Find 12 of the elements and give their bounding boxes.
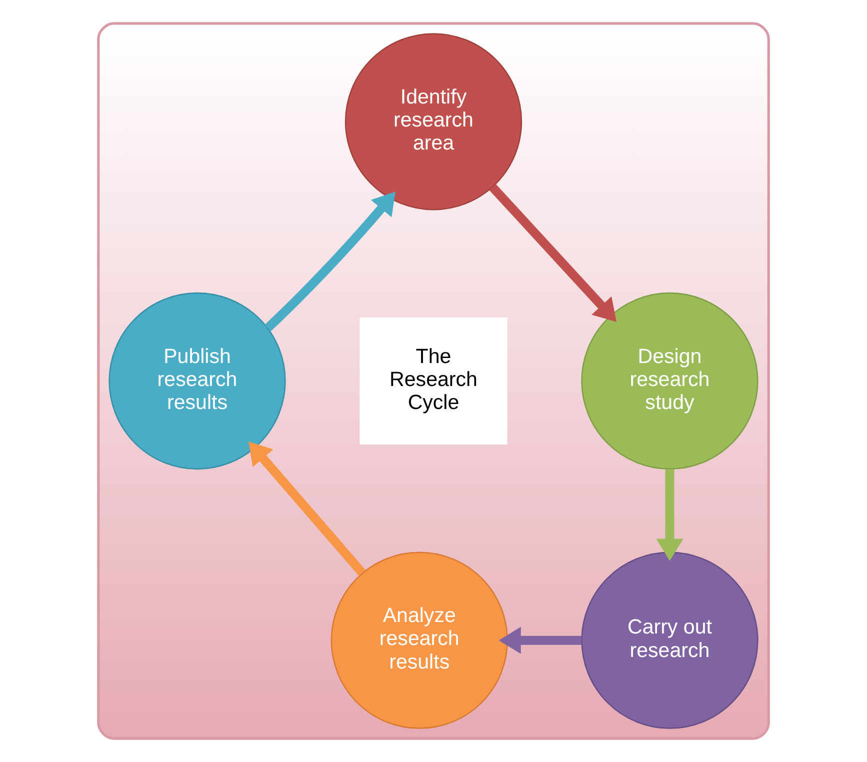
node-circle: Identify research area (344, 33, 522, 210)
arrow (656, 469, 684, 561)
cluster (97, 22, 770, 740)
node-box: The Research Cycle (360, 317, 508, 445)
arrow (489, 184, 616, 322)
node-circle: Analyze research results (330, 552, 508, 729)
arrow (498, 626, 582, 654)
node-circle: Publish research results (108, 292, 286, 470)
arrow (248, 442, 366, 576)
arrow (264, 192, 396, 332)
node-circle: Design research study (581, 292, 758, 470)
node-circle: Carry out research (581, 552, 758, 729)
